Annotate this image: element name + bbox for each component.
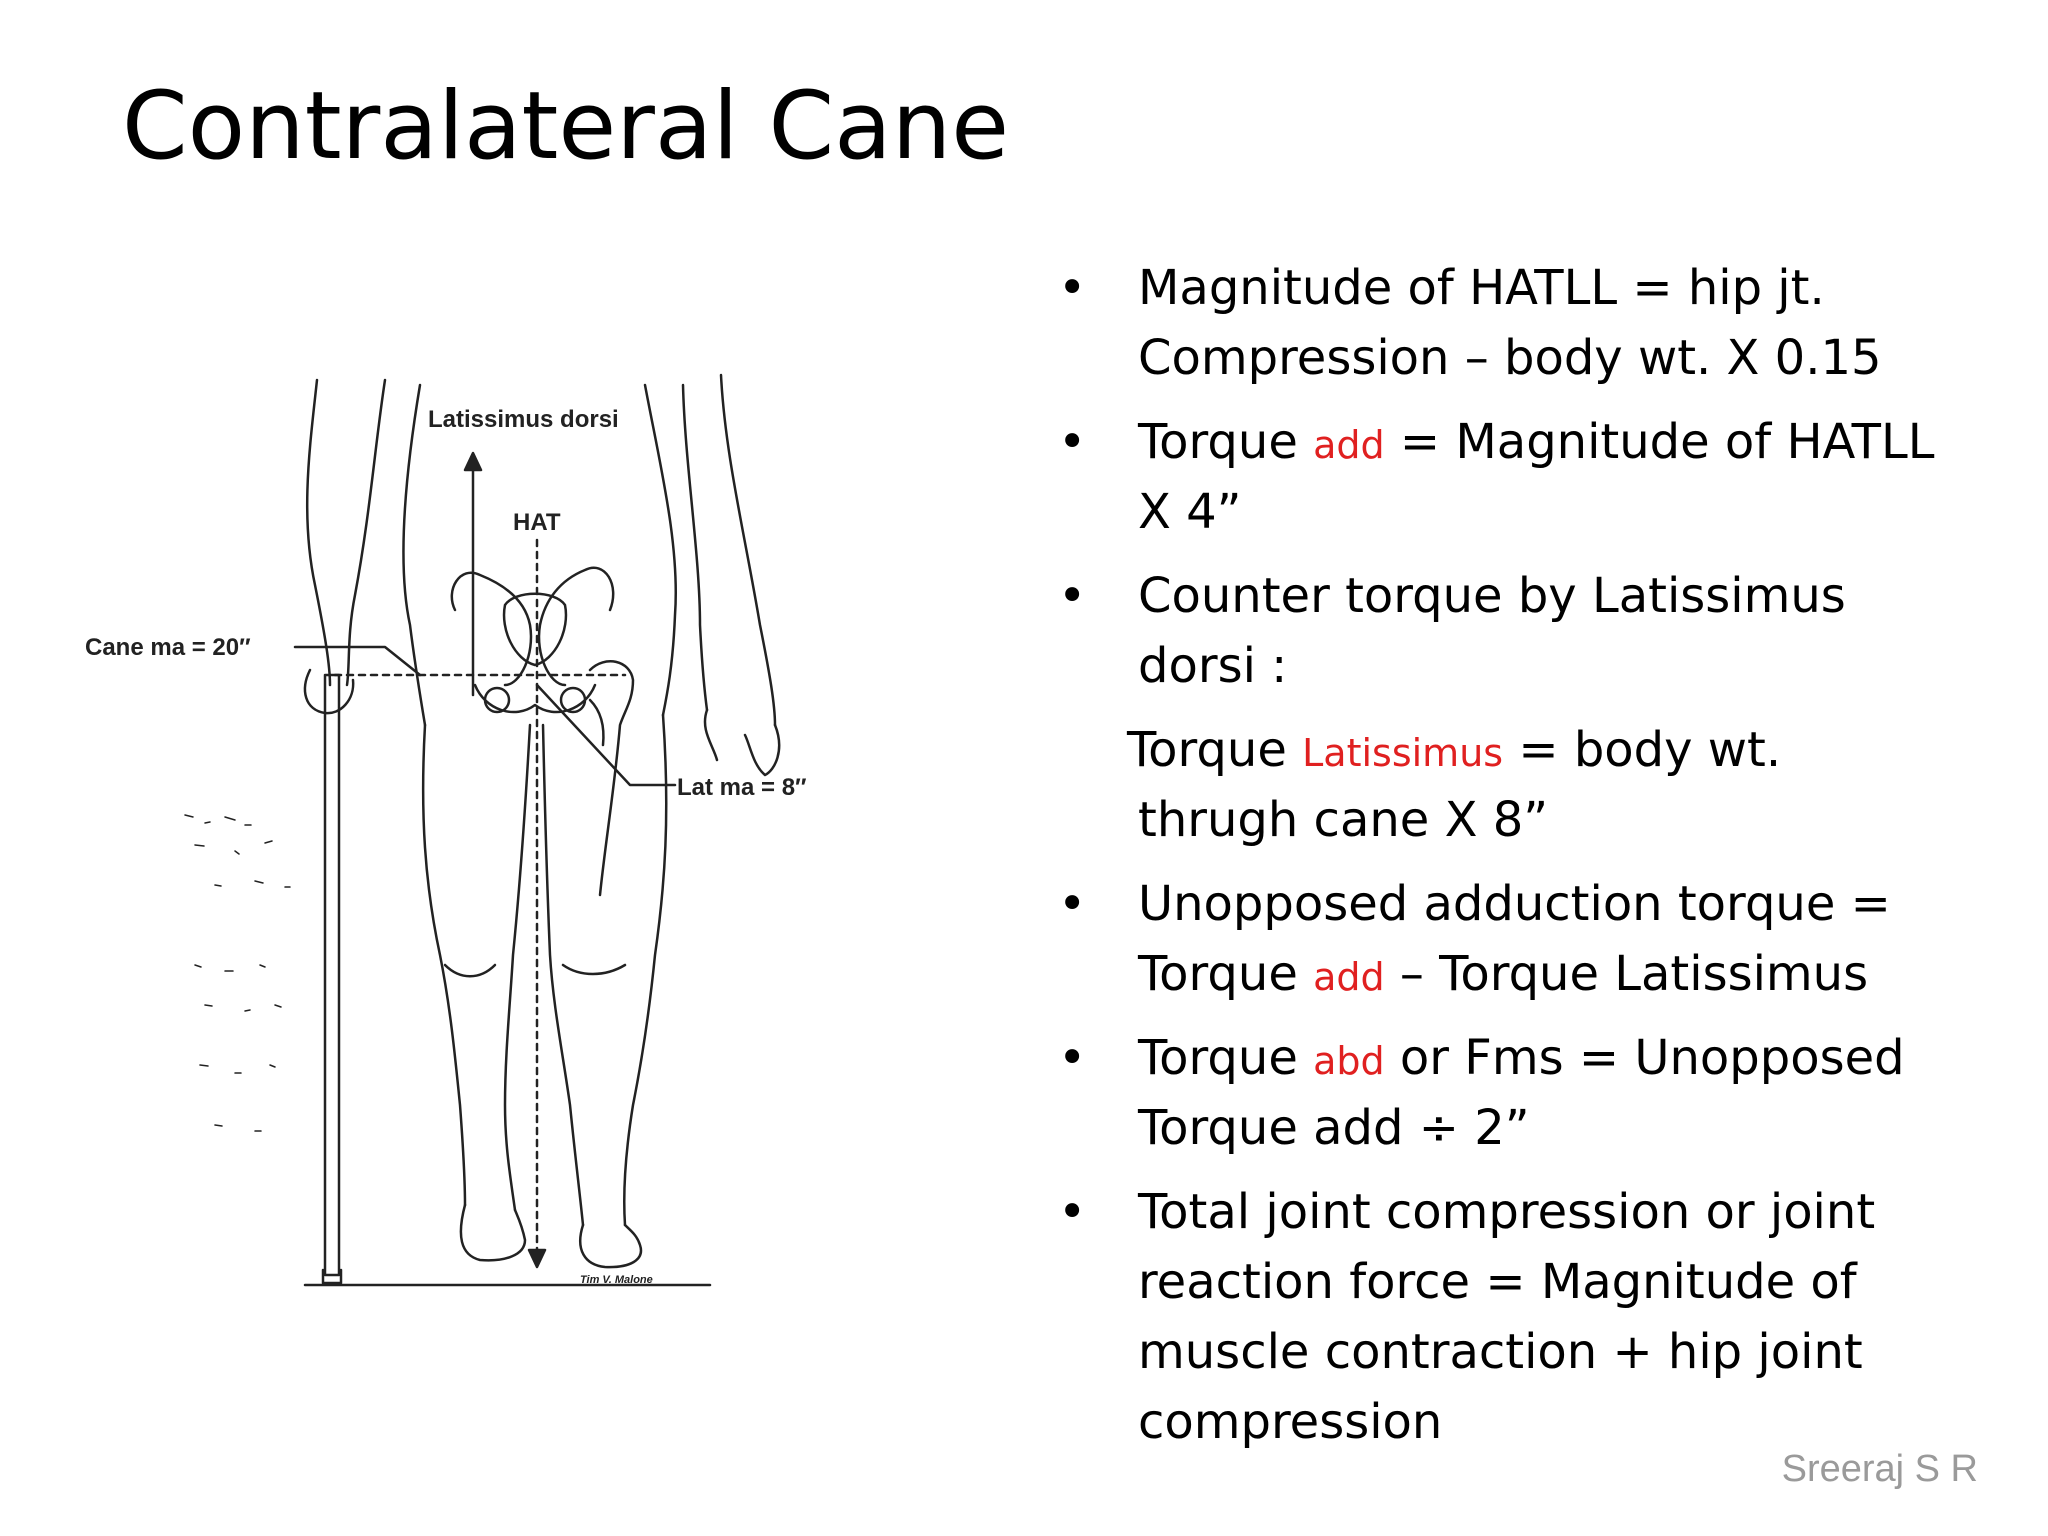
right-arm-outline (719, 373, 777, 727)
cane-tip (321, 1268, 343, 1285)
bullet-marker: • (1058, 260, 1087, 316)
bullet-6-line-3: muscle contraction + hip joint (1138, 1324, 1863, 1380)
torso-left (402, 383, 427, 727)
bullet-3-continuation-line-2: thrugh cane X 8” (1138, 792, 1549, 848)
bullet-5-pre: Torque (1138, 1030, 1314, 1086)
bullet-marker: • (1058, 568, 1087, 624)
author-watermark: Sreeraj S R (1781, 1448, 1978, 1490)
left-leg-outer (421, 723, 467, 1207)
bullet-5-line-2: Torque add ÷ 2” (1138, 1100, 1530, 1156)
bullet-1-line-1: Magnitude of HATLL = hip jt. (1138, 260, 1825, 316)
right-leg-outer (623, 713, 668, 1227)
bullet-4-post: – Torque Latissimus (1384, 946, 1869, 1002)
bullet-4-line-2: Torque add – Torque Latissimus (1138, 944, 1868, 1007)
left-foot (459, 1203, 527, 1262)
background-speckles (184, 814, 291, 1132)
bullet-2-sub: add (1313, 423, 1385, 467)
left-knee (443, 963, 497, 978)
bullet-1-line-2: Compression – body wt. X 0.15 (1138, 330, 1882, 386)
bullet-marker: • (1058, 414, 1087, 470)
femur-right (588, 660, 635, 897)
bullet-3-line-1: Counter torque by Latissimus (1138, 568, 1846, 624)
biomechanics-diagram: Latissimus dorsi HAT Cane ma = 20″ Lat m… (85, 365, 845, 1315)
left-leg-inner (503, 723, 532, 1212)
bullet-6-line-1: Total joint compression or joint (1138, 1184, 1876, 1240)
left-arm-outline (305, 378, 332, 687)
cane-ma-leader (293, 645, 422, 677)
left-arm-inner (345, 378, 387, 687)
right-knee (561, 963, 627, 976)
slide-title: Contralateral Cane (122, 72, 1010, 181)
bullet-2-line-2: X 4” (1138, 484, 1242, 540)
bullet-4-line-1: Unopposed adduction torque = (1138, 876, 1891, 932)
bullet-4-pre: Torque (1138, 946, 1314, 1002)
right-arm-inner (681, 383, 709, 712)
pelvis-left-wing (450, 571, 533, 687)
continuation-post: = body wt. (1503, 722, 1782, 778)
right-foot (578, 1223, 643, 1269)
hat-label: HAT (513, 509, 561, 536)
bullet-marker: • (1058, 1184, 1087, 1240)
bullet-5-sub: abd (1313, 1039, 1385, 1083)
bullet-3-line-2: dorsi : (1138, 638, 1288, 694)
lat-ma-leader (535, 683, 677, 787)
artist-signature: Tim V. Malone (580, 1274, 653, 1286)
obturator-right (559, 686, 587, 714)
continuation-sub: Latissimus (1302, 731, 1504, 775)
latissimus-arrowhead (463, 451, 483, 472)
hat-arrowhead (527, 1248, 547, 1269)
cane-shaft (323, 673, 341, 1277)
bullet-4-sub: add (1313, 955, 1385, 999)
bullet-2-line-1: Torque add = Magnitude of HATLL (1138, 412, 1934, 475)
lat-ma-label: Lat ma = 8″ (677, 774, 807, 801)
continuation-pre: Torque (1127, 722, 1303, 778)
bullet-2-pre: Torque (1138, 414, 1314, 470)
right-leg-inner (541, 723, 585, 1227)
pelvis-right-wing (537, 566, 615, 687)
cane-ma-label: Cane ma = 20″ (85, 634, 251, 661)
bullet-5-post: or Fms = Unopposed (1384, 1030, 1905, 1086)
bullet-5-line-1: Torque abd or Fms = Unopposed (1138, 1028, 1905, 1091)
bullet-3-continuation-line-1: Torque Latissimus = body wt. (1127, 720, 1781, 783)
torso-right (643, 383, 678, 717)
bullet-marker: • (1058, 1030, 1087, 1086)
bullet-2-post: = Magnitude of HATLL (1384, 414, 1935, 470)
cane-figure-svg: Latissimus dorsi HAT Cane ma = 20″ Lat m… (85, 373, 807, 1287)
bullet-6-line-4: compression (1138, 1394, 1443, 1450)
femur-right-inner (588, 698, 605, 747)
bullet-6-line-2: reaction force = Magnitude of (1138, 1254, 1857, 1310)
obturator-left (483, 686, 511, 714)
pelvis-bottom (473, 683, 597, 714)
latissimus-label: Latissimus dorsi (428, 406, 619, 433)
bullet-marker: • (1058, 876, 1087, 932)
right-hand (703, 708, 781, 777)
sacrum (502, 592, 568, 667)
